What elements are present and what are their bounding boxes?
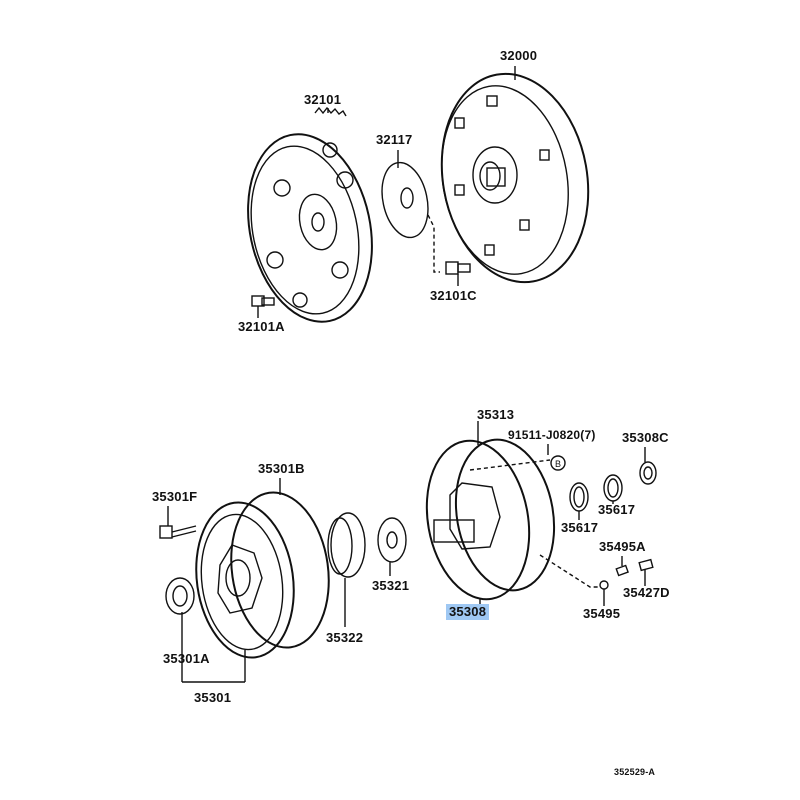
pump-body-drawing (181, 478, 330, 683)
part-label-35301f[interactable]: 35301F (152, 489, 198, 504)
seal-35301a-drawing (165, 577, 195, 615)
torque-converter-drawing (440, 66, 590, 284)
part-label-32117[interactable]: 32117 (376, 132, 413, 147)
driven-gear-35322-drawing (327, 512, 366, 627)
part-label-35301[interactable]: 35301 (194, 690, 232, 705)
part-label-32000[interactable]: 32000 (500, 48, 538, 63)
part-label-35313[interactable]: 35313 (477, 407, 515, 422)
part-label-35427d[interactable]: 35427D (623, 585, 670, 600)
part-label-32101[interactable]: 32101 (304, 92, 342, 107)
bolt-32101c-drawing (445, 261, 471, 286)
part-label-32101c[interactable]: 32101C (430, 288, 477, 303)
part-label-35322[interactable]: 35322 (326, 630, 364, 645)
part-label-35495a[interactable]: 35495A (599, 539, 646, 554)
check-valve-parts-drawing (599, 556, 654, 606)
part-label-35301b[interactable]: 35301B (258, 461, 305, 476)
flywheel-drawing (247, 106, 373, 323)
part-label-35495[interactable]: 35495 (583, 606, 621, 621)
callout-b-circle (550, 455, 566, 471)
part-label-35301a[interactable]: 35301A (163, 651, 210, 666)
part-label-35308c[interactable]: 35308C (622, 430, 669, 445)
part-label-35617[interactable]: 35617 (561, 520, 599, 535)
part-label-91511-j0820[interactable]: 91511-J0820(7) (508, 428, 596, 442)
seal-rings-drawing (569, 447, 657, 520)
bolt-35301f-drawing (159, 506, 197, 539)
stator-shaft-drawing (425, 421, 598, 605)
part-label-32101a[interactable]: 32101A (238, 319, 285, 334)
part-label-35617[interactable]: 35617 (598, 502, 636, 517)
callout-b: B (555, 459, 562, 469)
part-label-35321[interactable]: 35321 (372, 578, 410, 593)
part-label-35308-highlighted[interactable]: 35308 (446, 604, 490, 620)
drive-gear-35321-drawing (377, 517, 407, 576)
bolt-32101a-drawing (251, 108, 329, 318)
diagram-id: 352529-A (614, 767, 656, 777)
drive-plate-drawing (381, 150, 440, 273)
